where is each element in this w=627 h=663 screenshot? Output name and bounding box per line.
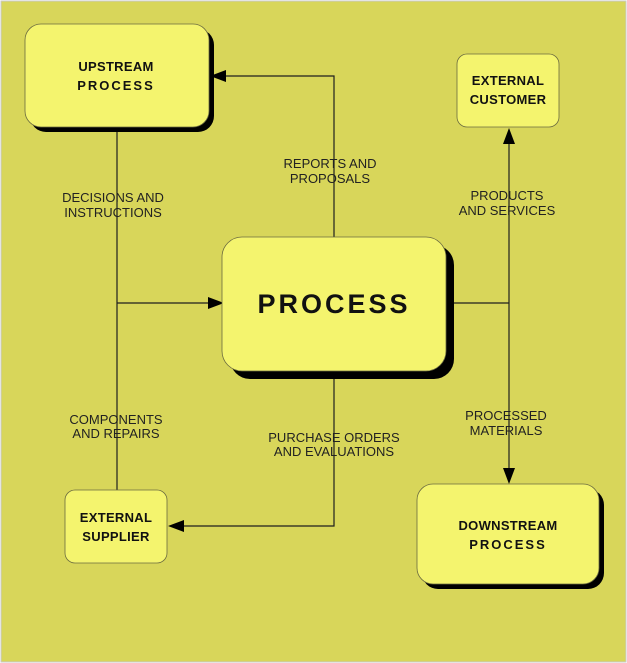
external-customer-box: EXTERNAL CUSTOMER [456, 53, 560, 128]
label-decisions-line1: DECISIONS AND [62, 190, 164, 205]
label-purchase-line2: AND EVALUATIONS [274, 444, 394, 459]
process-label: PROCESS [257, 289, 410, 319]
downstream-process-box: DOWNSTREAM PROCESS [416, 483, 604, 589]
upstream-process-box: UPSTREAM PROCESS [24, 23, 214, 132]
external-supplier-box: EXTERNAL SUPPLIER [64, 489, 168, 564]
upstream-process-card [24, 23, 210, 128]
arrowhead-into-customer [503, 128, 515, 144]
process-card [221, 236, 447, 372]
downstream-process-line2: PROCESS [469, 537, 547, 552]
downstream-process-line1: DOWNSTREAM [458, 518, 557, 533]
downstream-process-card [416, 483, 600, 585]
arrowhead-into-upstream [210, 70, 226, 82]
label-decisions-line2: INSTRUCTIONS [64, 205, 162, 220]
flow-labels: REPORTS AND PROPOSALS DECISIONS AND INST… [62, 156, 556, 459]
external-supplier-line2: SUPPLIER [82, 529, 150, 544]
label-products-line1: PRODUCTS [471, 188, 544, 203]
connector-reports [222, 75, 335, 238]
arrowhead-into-downstream [503, 468, 515, 484]
label-processed-line2: MATERIALS [470, 423, 543, 438]
external-customer-line2: CUSTOMER [470, 92, 547, 107]
external-supplier-card [64, 489, 168, 564]
external-customer-card [456, 53, 560, 128]
label-purchase-line1: PURCHASE ORDERS [268, 430, 400, 445]
process-box: PROCESS [221, 236, 454, 379]
external-supplier-line1: EXTERNAL [80, 510, 152, 525]
arrowhead-into-supplier [168, 520, 184, 532]
connector-purchase [180, 378, 335, 527]
arrowheads [168, 70, 515, 532]
external-customer-line1: EXTERNAL [472, 73, 544, 88]
arrowhead-into-process [208, 297, 224, 309]
upstream-process-line1: UPSTREAM [78, 59, 153, 74]
upstream-process-line2: PROCESS [77, 78, 155, 93]
label-reports-line1: REPORTS AND [284, 156, 377, 171]
connectors [116, 75, 510, 527]
label-products-line2: AND SERVICES [459, 203, 556, 218]
label-components-line1: COMPONENTS [69, 412, 163, 427]
label-processed-line1: PROCESSED [465, 408, 547, 423]
label-reports-line2: PROPOSALS [290, 171, 371, 186]
label-components-line2: AND REPAIRS [72, 426, 159, 441]
